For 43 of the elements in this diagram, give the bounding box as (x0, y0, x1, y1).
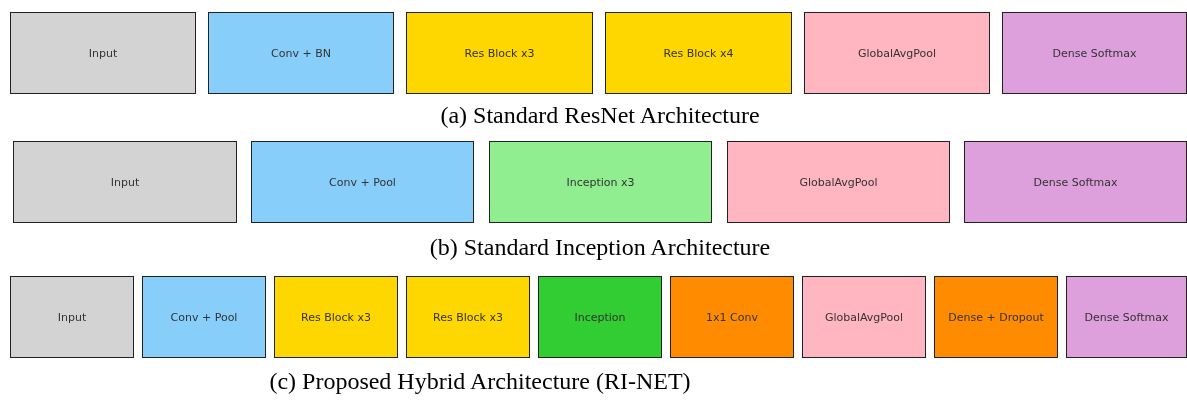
layer-label: Input (110, 175, 140, 189)
layer-label: Input (88, 46, 118, 60)
layer-label: Conv + Pool (170, 310, 238, 324)
layer-box (670, 276, 794, 358)
layer-box (538, 276, 662, 358)
layer-box (605, 12, 792, 94)
layer-label: Conv + BN (271, 46, 331, 60)
layer-label: Inception (574, 310, 626, 324)
caption: (b) Standard Inception Architecture (429, 234, 771, 261)
layer-box (208, 12, 394, 94)
layer-label: Conv + Pool (329, 175, 396, 189)
caption: (a) Standard ResNet Architecture (440, 102, 760, 129)
layer-label: 1x1 Conv (706, 310, 758, 324)
layer-box (13, 141, 237, 223)
layer-label: Res Block x3 (433, 310, 503, 324)
layer-box (802, 276, 926, 358)
layer-box (406, 276, 530, 358)
layer-box (1002, 12, 1187, 94)
layer-label: Inception x3 (566, 175, 635, 189)
layer-box (406, 12, 593, 94)
layer-box (10, 12, 196, 94)
layer-box (489, 141, 712, 223)
layer-label: GlobalAvgPool (799, 175, 878, 189)
caption: (c) Proposed Hybrid Architecture (RI-NET) (269, 368, 691, 395)
layer-label: Dense Softmax (1084, 310, 1169, 324)
layer-box (964, 141, 1187, 223)
layer-box (727, 141, 950, 223)
layer-label: GlobalAvgPool (857, 46, 937, 60)
layer-label: Dense Softmax (1033, 175, 1118, 189)
layer-box (1066, 276, 1187, 358)
layer-box (251, 141, 474, 223)
layer-label: Dense Softmax (1052, 46, 1137, 60)
layer-box (142, 276, 266, 358)
layer-label: Res Block x4 (663, 46, 734, 60)
layer-label: Input (57, 310, 87, 324)
layer-box (934, 276, 1058, 358)
layer-label: Dense + Dropout (948, 310, 1044, 324)
layer-label: Res Block x3 (301, 310, 371, 324)
layer-label: GlobalAvgPool (824, 310, 904, 324)
layer-box (274, 276, 398, 358)
layer-box (10, 276, 134, 358)
layer-box (804, 12, 990, 94)
layer-label: Res Block x3 (464, 46, 535, 60)
